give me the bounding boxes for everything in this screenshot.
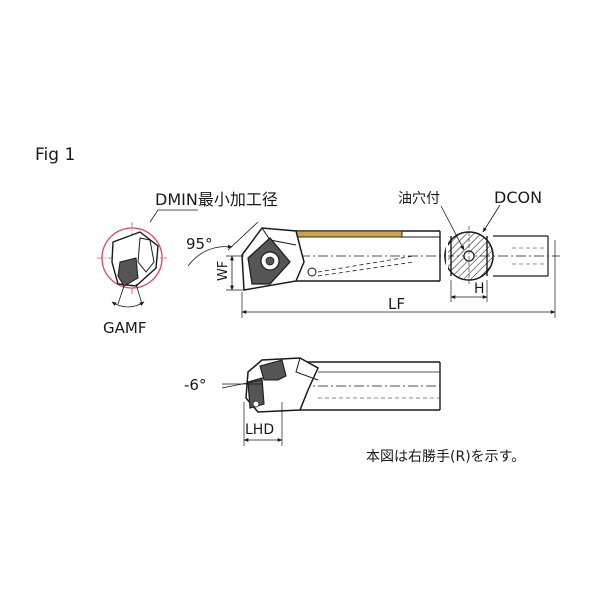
end-view [97, 209, 198, 308]
shank-cross-section [440, 204, 549, 302]
dmin-label: DMIN最小加工径 [155, 190, 278, 209]
head-face [137, 237, 155, 273]
oil-hole-label: 油穴付 [398, 191, 440, 207]
wf-label: WF [216, 261, 231, 281]
insert-bottom-top [259, 359, 287, 381]
hand-note: 本図は右勝手(R)を示す。 [366, 449, 525, 465]
gamf-label: GAMF [103, 319, 146, 337]
angle-95-label: 95° [186, 235, 213, 253]
shank-flat [295, 230, 403, 238]
dcon-label: DCON [494, 188, 542, 207]
lf-label: LF [388, 295, 405, 313]
lhd-label: LHD [245, 422, 274, 438]
figure-label: Fig 1 [35, 145, 75, 165]
insert-end [117, 257, 139, 287]
h-label: H [474, 281, 485, 297]
insert-bottom-side [247, 377, 265, 409]
angle-neg6-label: -6° [184, 376, 206, 394]
bottom-view [221, 357, 441, 446]
top-view [187, 221, 560, 318]
gamf-arc [111, 301, 145, 308]
